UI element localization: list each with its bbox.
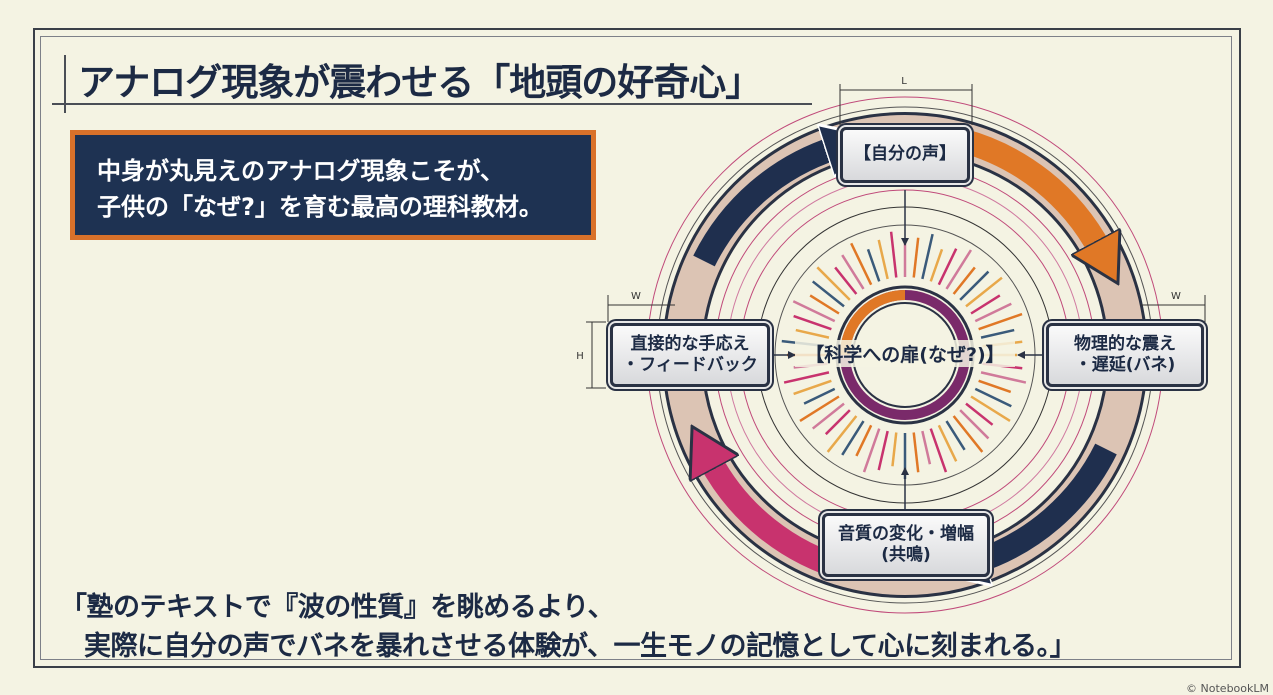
sunburst-ray	[945, 420, 966, 451]
sunburst-ray	[824, 409, 851, 436]
sunburst-ray	[978, 312, 1023, 331]
sunburst-ray	[974, 387, 1012, 408]
sunburst-ray	[980, 328, 1015, 339]
node-feedback-line-2: ・フィードバック	[622, 355, 758, 375]
node-physical-line-2: ・遅延(バネ)	[1074, 355, 1176, 375]
sunburst-ray	[912, 432, 920, 473]
sunburst-ray	[959, 270, 990, 301]
sunburst-ray	[891, 432, 898, 467]
sunburst-ray	[783, 371, 830, 384]
node-sound-line-1: 音質の変化・増幅	[838, 523, 974, 544]
node-physical-vibration: 物理的な震え ・遅延(バネ)	[1046, 323, 1204, 387]
callout-line-2: 子供の「なぜ?」を育む最高の理科教材。	[97, 193, 543, 221]
sunburst-ray	[965, 276, 1003, 308]
sunburst-ray	[841, 420, 865, 456]
dimension-label-w-left: W	[631, 291, 641, 302]
sunburst-ray	[811, 280, 845, 308]
sunburst-ray	[877, 430, 889, 471]
sunburst-ray	[937, 248, 958, 286]
sunburst-ray	[970, 395, 1011, 423]
dimension-lines	[586, 84, 1206, 389]
node-physical-line-1: 物理的な震え	[1074, 333, 1176, 354]
sunburst-ray	[799, 395, 840, 423]
quote-line-1: 「塾のテキストで『波の性質』を眺めるより、	[60, 592, 615, 623]
watermark: © NotebookLM	[1186, 682, 1269, 695]
sunburst-ray	[803, 387, 836, 405]
node-feedback-line-1: 直接的な手応え	[630, 333, 750, 354]
dimension-label-h: H	[576, 351, 584, 362]
sunburst-ray	[921, 430, 932, 465]
sunburst-ray	[811, 402, 845, 430]
sunburst-ray	[834, 266, 858, 295]
outer-frame	[33, 28, 1241, 668]
sunburst-ray	[965, 402, 994, 426]
arrow-navy-left	[693, 148, 835, 267]
sunburst-ray	[889, 231, 898, 278]
arrow-orange	[959, 128, 1101, 251]
callout-line-1: 中身が丸見えのアナログ現象こそが、	[97, 157, 505, 185]
callout-box: 中身が丸見えのアナログ現象こそが、 子供の「なぜ?」を育む最高の理科教材。	[70, 130, 596, 240]
sunburst-ray	[809, 294, 840, 315]
sunburst-ray	[795, 328, 830, 339]
node-own-voice-label: 【自分の声】	[854, 144, 956, 165]
sunburst-ray	[855, 424, 873, 457]
sunburst-ray	[792, 300, 836, 323]
sunburst-ray	[974, 302, 1012, 323]
page-title: アナログ現象が震わせる「地頭の好奇心」	[78, 61, 762, 104]
sunburst-ray	[959, 409, 990, 440]
sunburst-ray	[816, 266, 851, 301]
sunburst-ray	[921, 233, 934, 280]
sunburst-ray	[826, 415, 858, 453]
dimension-label-l: L	[901, 76, 907, 87]
title-tick	[64, 55, 66, 113]
sunburst-ray	[793, 314, 832, 331]
sunburst-ray	[937, 424, 958, 462]
node-sound-line-2: (共鳴)	[881, 545, 931, 565]
sunburst-ray	[929, 248, 944, 282]
sunburst-ray	[952, 415, 984, 453]
sunburst-ray	[952, 266, 976, 295]
sunburst-ray	[912, 237, 920, 278]
center-label: 【科学への扉(なぜ?)】	[795, 340, 1015, 367]
inner-frame	[40, 36, 1232, 660]
node-feedback: 直接的な手応え ・フィードバック	[610, 323, 770, 387]
sunburst-ray	[929, 428, 948, 473]
sunburst-ray	[877, 239, 889, 280]
connector-arrows	[772, 190, 1042, 510]
node-own-voice: 【自分の声】	[840, 127, 970, 183]
sunburst-ray	[980, 371, 1027, 384]
dimension-label-w-right: W	[1171, 291, 1181, 302]
title-underline	[52, 103, 812, 105]
sunburst-ray	[866, 248, 881, 282]
quote-line-2: 実際に自分の声でバネを暴れさせる体験が、一生モノの記憶として心に刻まれる。」	[84, 631, 1077, 662]
sunburst-ray	[862, 428, 881, 473]
sunburst-ray	[978, 379, 1012, 394]
arrow-navy-right	[975, 443, 1117, 562]
sunburst-ray	[793, 379, 832, 396]
sunburst-ray	[841, 254, 865, 290]
sunburst-ray	[945, 249, 973, 290]
sunburst-ray	[850, 242, 873, 286]
node-sound-change: 音質の変化・増幅 (共鳴)	[822, 513, 990, 577]
sunburst-ray	[970, 294, 1001, 315]
